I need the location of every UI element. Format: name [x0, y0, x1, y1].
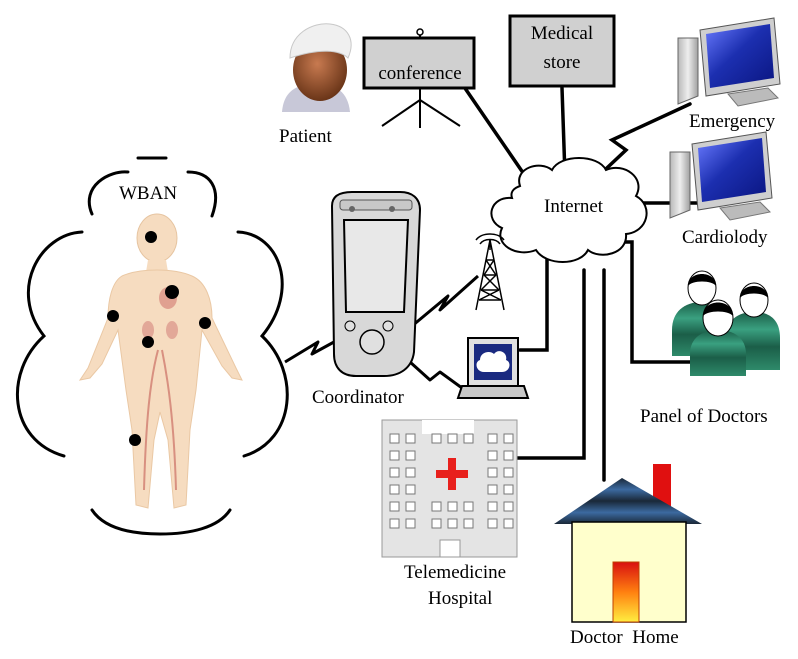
- hospital-icon: [381, 419, 518, 558]
- hospital-window: [503, 467, 514, 478]
- cloud-icon: [490, 157, 648, 263]
- wireless-links: [284, 274, 480, 390]
- body-sensors: [107, 231, 211, 446]
- hospital-window: [487, 467, 498, 478]
- house-icon: [554, 464, 702, 623]
- sensor-dot-icon: [199, 317, 211, 329]
- hospital-window: [405, 518, 416, 529]
- medical-store-label-line1: Medical: [530, 23, 594, 44]
- hospital-window: [487, 450, 498, 461]
- hospital-windows: [389, 433, 514, 529]
- projector-screen-icon: [362, 28, 476, 128]
- hospital-window: [503, 501, 514, 512]
- pda-icon: [330, 191, 422, 377]
- hospital-window: [503, 518, 514, 529]
- hospital-window: [389, 518, 400, 529]
- telemedicine-label-line2: Hospital: [428, 588, 493, 609]
- cardiology-label: Cardiolody: [682, 227, 768, 248]
- telemedicine-label-line1: Telemedicine: [404, 562, 507, 583]
- hospital-window: [447, 501, 458, 512]
- hospital-window: [389, 433, 400, 444]
- sensor-dot-icon: [129, 434, 141, 446]
- panel-of-doctors-label: Panel of Doctors: [640, 406, 768, 427]
- hospital-window: [447, 433, 458, 444]
- doctor-home-label: Doctor Home: [570, 627, 679, 648]
- hospital-window: [405, 433, 416, 444]
- laptop-icon: [456, 337, 530, 399]
- wban-boundary: [15, 156, 289, 536]
- sensor-dot-icon: [142, 336, 154, 348]
- computer-icon: [669, 131, 773, 221]
- hospital-window: [405, 450, 416, 461]
- hospital-window: [463, 433, 474, 444]
- hospital-window: [405, 467, 416, 478]
- computer-icon: [677, 17, 781, 107]
- hospital-window: [503, 450, 514, 461]
- hospital-window: [389, 484, 400, 495]
- sensor-dot-icon: [145, 231, 157, 243]
- doctors-group-icon: [672, 270, 780, 376]
- hospital-window: [431, 433, 442, 444]
- hospital-window: [389, 467, 400, 478]
- hospital-window: [463, 501, 474, 512]
- hospital-window: [405, 501, 416, 512]
- hospital-window: [463, 518, 474, 529]
- hospital-window: [431, 501, 442, 512]
- hospital-window: [487, 484, 498, 495]
- hospital-window: [431, 518, 442, 529]
- hospital-window: [447, 518, 458, 529]
- hospital-window: [503, 433, 514, 444]
- hospital-window: [389, 450, 400, 461]
- hospital-window: [389, 501, 400, 512]
- patient-icon: [282, 23, 352, 112]
- coordinator-label: Coordinator: [312, 387, 404, 408]
- antenna-tower-icon: [475, 233, 505, 311]
- hospital-window: [405, 484, 416, 495]
- sensor-dot-icon: [107, 310, 119, 322]
- store-box-icon: [508, 14, 616, 88]
- emergency-label: Emergency: [689, 111, 776, 132]
- hospital-window: [487, 518, 498, 529]
- internet-label: Internet: [544, 196, 604, 217]
- hospital-window: [487, 501, 498, 512]
- sensor-dot-icon: [165, 285, 179, 299]
- hospital-window: [503, 484, 514, 495]
- medical-store-label-line2: store: [543, 52, 581, 73]
- conference-label: conference: [378, 63, 462, 84]
- hospital-window: [487, 433, 498, 444]
- wban-label: WBAN: [119, 183, 178, 204]
- human-body-icon: [78, 213, 243, 509]
- patient-label: Patient: [279, 126, 332, 147]
